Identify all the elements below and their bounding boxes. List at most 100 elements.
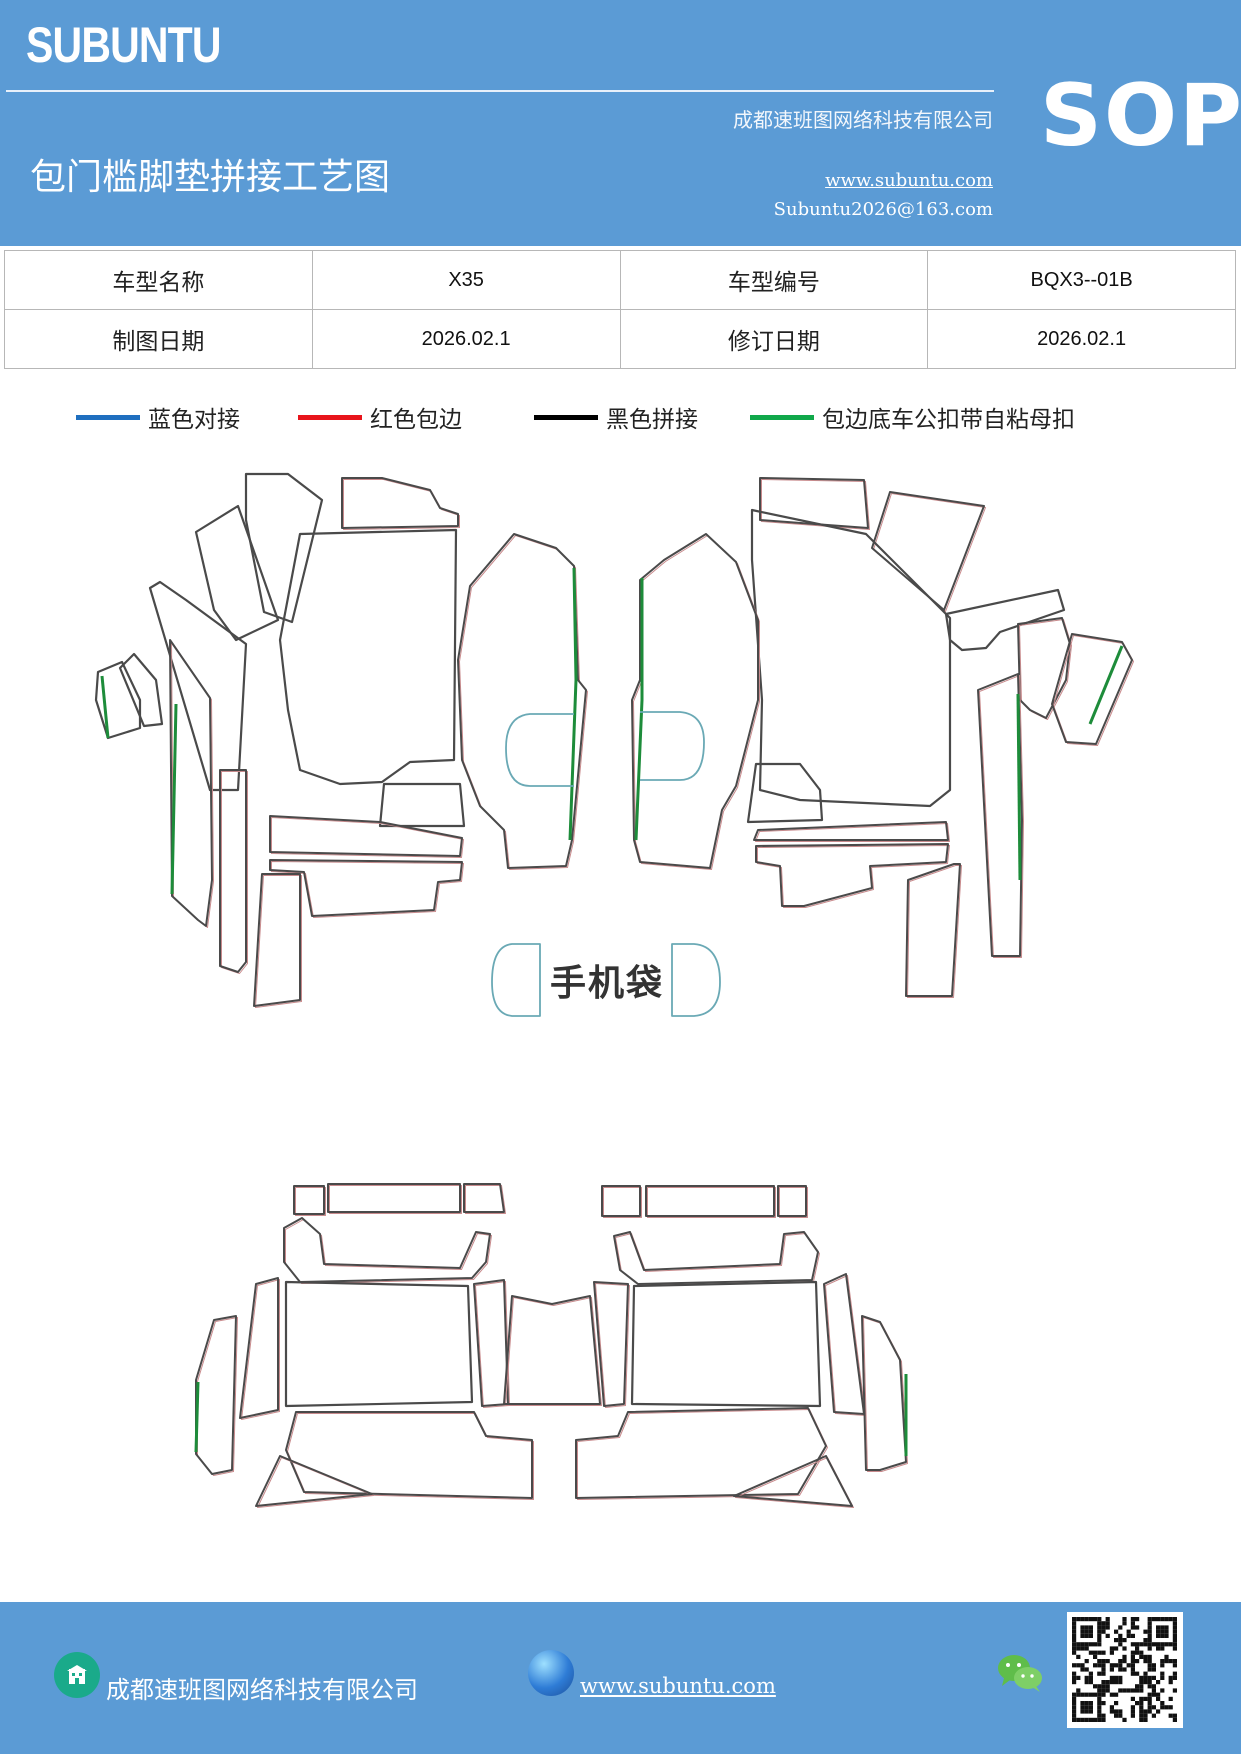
mat-piece (463, 1183, 505, 1213)
footer-company-name: 成都速班图网络科技有限公司 (106, 1676, 418, 1704)
globe-icon (528, 1650, 574, 1696)
legend-item-green: 包边底车公扣带自粘母扣 (750, 400, 1075, 434)
mat-piece (746, 762, 824, 824)
legend-item-red: 红色包边 (298, 400, 462, 434)
mat-piece (979, 675, 1024, 958)
table-value-model-code: BQX3--01B (927, 250, 1236, 310)
mat-piece (195, 1315, 237, 1475)
mat-piece (863, 1317, 908, 1472)
legend-item-blue: 蓝色对接 (76, 400, 240, 434)
mat-piece (341, 477, 459, 529)
mat-piece (244, 472, 324, 624)
rear-right-mat-group (575, 1185, 908, 1508)
mat-piece (194, 504, 280, 642)
website-link[interactable]: www.subuntu.com (825, 170, 993, 191)
velcro-edge (194, 1381, 200, 1453)
mat-piece (505, 1297, 602, 1406)
table-value-model-name: X35 (311, 250, 621, 310)
legend-swatch (534, 414, 598, 420)
mat-piece (575, 1407, 827, 1499)
phone-pocket-label: 手机袋 (550, 963, 665, 1004)
mat-piece (631, 533, 759, 869)
mat-piece (269, 815, 463, 857)
table-label-model-name: 车型名称 (4, 250, 313, 310)
mat-piece (241, 1279, 280, 1420)
mat-piece (647, 1187, 776, 1218)
joint-curve (640, 711, 705, 781)
mat-piece (269, 859, 463, 917)
mat-piece (1051, 633, 1133, 745)
mat-piece (613, 1231, 819, 1285)
qr-code[interactable] (1067, 1612, 1183, 1728)
wechat-icon[interactable] (996, 1652, 1044, 1694)
mat-piece (118, 652, 164, 728)
mat-piece (757, 845, 950, 908)
front-right-mat-group (631, 477, 1134, 998)
mat-piece (283, 1217, 491, 1283)
rear-left-mat-group (194, 1183, 602, 1508)
mat-piece (255, 1455, 373, 1507)
floor-mat-diagram (94, 472, 1134, 1508)
table-label-model-code: 车型编号 (619, 250, 929, 310)
qr-code-glyph (1072, 1617, 1177, 1722)
mat-piece (873, 493, 986, 612)
table-value-revise-date: 2026.02.1 (927, 309, 1236, 369)
mat-piece (777, 1185, 807, 1217)
mat-piece (284, 1280, 474, 1408)
mat-piece (255, 875, 302, 1008)
velcro-edge (1088, 645, 1124, 725)
spec-table: 车型名称 X35 车型编号 BQX3--01B 制图日期 2026.02.1 修… (4, 250, 1236, 369)
mat-piece (271, 861, 464, 918)
table-row: 制图日期 2026.02.1 修订日期 2026.02.1 (4, 309, 1236, 369)
mat-piece (287, 1413, 534, 1500)
mat-piece (944, 588, 1066, 652)
mat-piece (327, 1183, 461, 1213)
mat-piece (221, 771, 248, 974)
mat-piece (271, 817, 464, 858)
header-banner: SUBUNTU 成都速班图网络科技有限公司 包门槛脚垫拼接工艺图 www.sub… (0, 0, 1241, 246)
footer-website-link[interactable]: www.subuntu.com (580, 1674, 776, 1698)
mat-piece (633, 535, 760, 870)
mat-piece (825, 1275, 866, 1416)
mat-piece (595, 1283, 630, 1408)
mat-piece (239, 1277, 279, 1419)
mat-piece (285, 1219, 492, 1284)
mat-piece (503, 1295, 601, 1405)
table-label-revise-date: 修订日期 (619, 309, 929, 369)
email-address[interactable]: Subuntu2026@163.com (773, 199, 993, 220)
mat-piece (253, 873, 301, 1007)
mat-piece (343, 479, 460, 530)
mat-piece (577, 1409, 828, 1500)
building-icon-glyph (67, 1665, 87, 1684)
mat-piece (630, 1280, 822, 1408)
mat-piece (457, 533, 587, 869)
mat-piece (148, 580, 248, 792)
mat-piece (465, 1185, 506, 1214)
mat-piece (977, 673, 1023, 957)
sop-badge: SOP (1040, 66, 1241, 166)
header-divider (6, 90, 994, 92)
mat-piece (293, 1185, 325, 1215)
mat-piece (871, 491, 985, 611)
mat-piece (615, 1233, 820, 1286)
mat-piece (278, 528, 458, 786)
legend-item-black: 黑色拼接 (534, 400, 698, 434)
mat-piece (285, 1411, 533, 1499)
mat-piece (735, 1457, 854, 1508)
mat-piece (905, 863, 961, 997)
legend-label: 包边底车公扣带自粘母扣 (822, 407, 1075, 433)
table-value-draw-date: 2026.02.1 (311, 309, 621, 369)
legend-swatch (750, 414, 814, 420)
mat-piece (753, 821, 949, 841)
legend-swatch (76, 414, 140, 420)
mat-piece (750, 508, 952, 808)
building-icon (54, 1652, 100, 1698)
mat-piece (295, 1187, 326, 1216)
page-title: 包门槛脚垫拼接工艺图 (30, 157, 391, 198)
mat-piece (593, 1281, 629, 1407)
legend-label: 红色包边 (370, 407, 462, 433)
mat-piece (755, 843, 949, 907)
color-legend: 蓝色对接 红色包边 黑色拼接 包边底车公扣带自粘母扣 (0, 400, 1241, 440)
mat-piece (779, 1187, 808, 1218)
mat-piece (645, 1185, 775, 1217)
